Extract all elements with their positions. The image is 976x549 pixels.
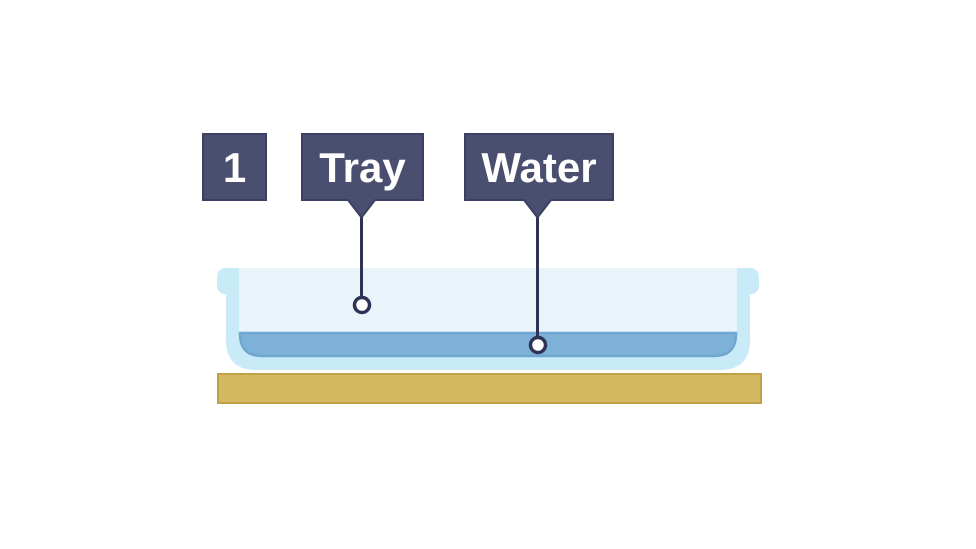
water-label-box — [464, 133, 614, 220]
step-badge: 1 — [202, 133, 267, 201]
table-surface — [217, 373, 762, 404]
step-number: 1 — [223, 144, 246, 191]
tray — [217, 268, 759, 370]
water-label: Water — [481, 144, 596, 191]
water-callout-dot — [528, 335, 548, 355]
tray-right-lip — [741, 268, 759, 294]
tray-callout: Tray — [301, 133, 424, 315]
tray-left-lip — [217, 268, 235, 294]
tray-label: Tray — [319, 144, 406, 191]
tray-label-box — [301, 133, 424, 220]
tray-callout-dot — [352, 295, 372, 315]
water — [238, 331, 738, 358]
step-badge-box — [202, 133, 267, 201]
water-callout: Water — [464, 133, 614, 355]
